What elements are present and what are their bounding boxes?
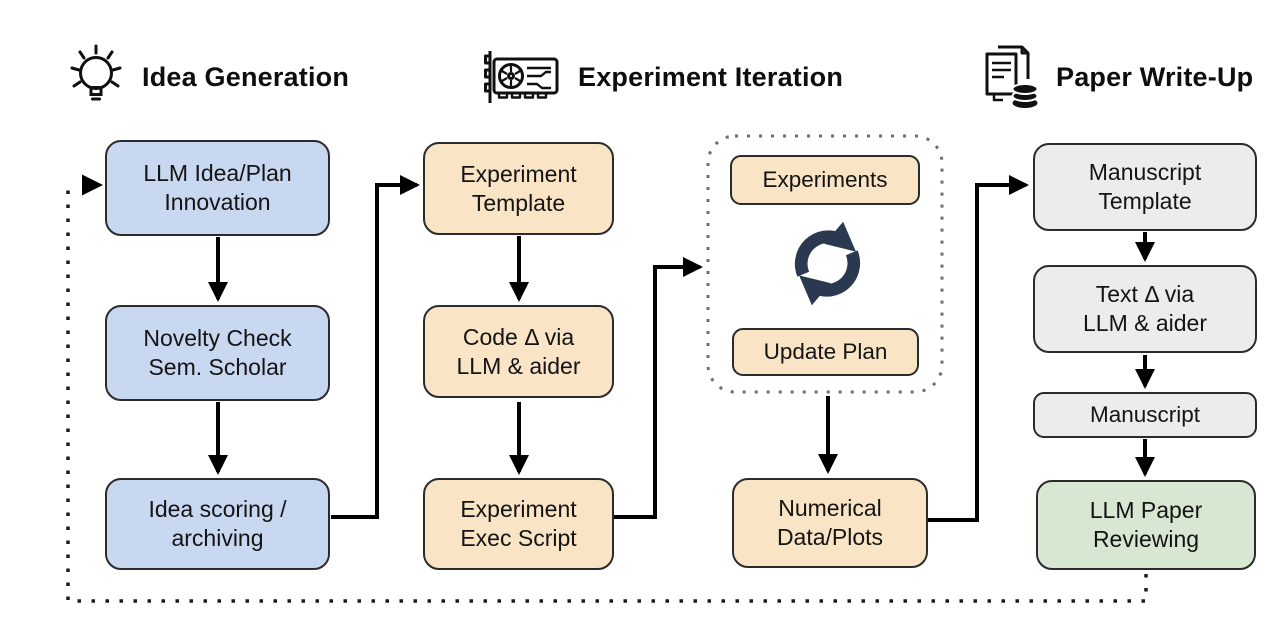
section-title: Idea Generation (142, 61, 350, 92)
node-label: Experiment Template (460, 160, 577, 216)
connector-exec-loop (614, 257, 703, 519)
node-experiment-template: Experiment Template (423, 142, 614, 235)
connector-numerical-manuscript (926, 175, 1029, 522)
node-manuscript: Manuscript (1033, 392, 1257, 438)
node-label: Manuscript Template (1088, 159, 1202, 214)
node-label: Idea scoring / archiving (148, 496, 287, 551)
cycle-icon (794, 221, 861, 306)
feedback-loop-arrowhead (82, 174, 103, 196)
node-label: Novelty Check Sem. Scholar (143, 325, 292, 380)
node-text-delta: Text Δ via LLM & aider (1033, 265, 1257, 353)
node-label: Experiment Exec Script (460, 496, 577, 551)
paper-database-icon (985, 45, 1039, 108)
node-update-plan: Update Plan (732, 328, 919, 376)
node-llm-paper-reviewing: LLM Paper Reviewing (1036, 480, 1256, 570)
connector-scoring-template (331, 175, 420, 519)
node-experiment-exec-script: Experiment Exec Script (423, 478, 614, 570)
node-code-delta: Code Δ via LLM & aider (423, 305, 614, 398)
node-label: Text Δ via LLM & aider (1082, 281, 1207, 336)
node-manuscript-template: Manuscript Template (1033, 143, 1257, 231)
node-label: Numerical Data/Plots (776, 495, 884, 550)
gpu-icon (484, 51, 559, 103)
section-header-paper-write-up: Paper Write-Up (982, 36, 1253, 118)
node-label: Manuscript (1089, 401, 1201, 427)
node-numerical-data-plots: Numerical Data/Plots (732, 478, 928, 568)
node-llm-idea-plan-innovation: LLM Idea/Plan Innovation (105, 140, 330, 236)
node-label: Experiments (762, 166, 888, 192)
node-idea-scoring-archiving: Idea scoring / archiving (105, 478, 330, 570)
lightbulb-icon (70, 44, 122, 101)
section-header-idea-generation: Idea Generation (66, 36, 349, 118)
node-experiments: Experiments (730, 155, 920, 205)
node-label: LLM Idea/Plan Innovation (143, 160, 292, 215)
section-title: Paper Write-Up (1056, 61, 1254, 92)
node-label: Code Δ via LLM & aider (456, 323, 581, 379)
node-label: LLM Paper Reviewing (1089, 497, 1203, 552)
section-title: Experiment Iteration (578, 61, 844, 92)
section-header-experiment-iteration: Experiment Iteration (484, 36, 843, 118)
node-novelty-check: Novelty Check Sem. Scholar (105, 305, 330, 401)
node-label: Update Plan (763, 338, 888, 364)
